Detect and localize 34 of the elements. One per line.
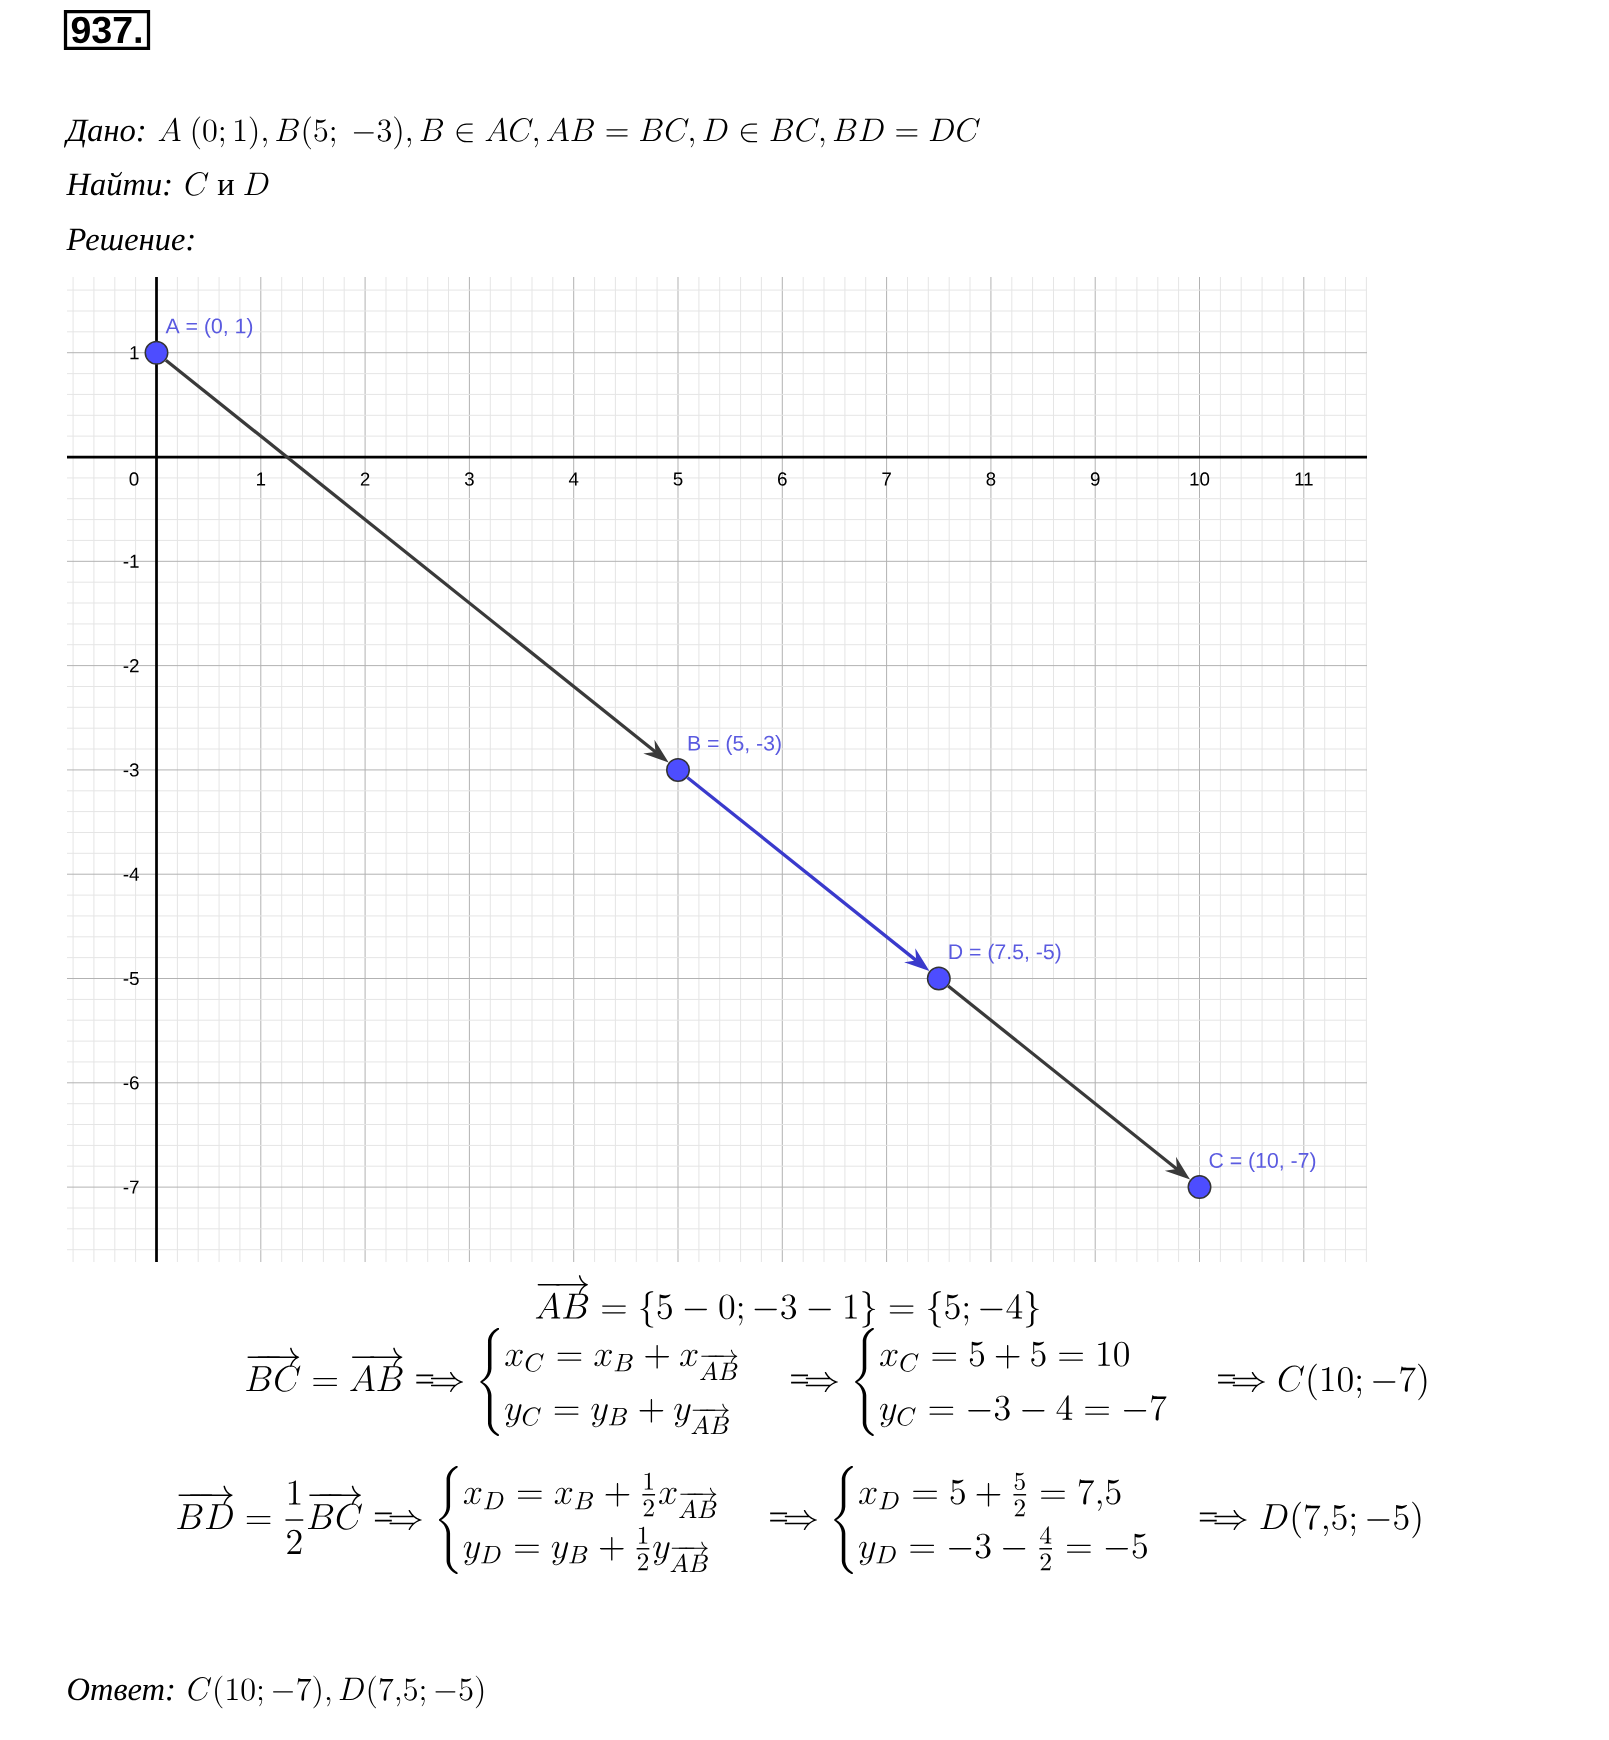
formula: $A\ (0;1), B(5;\ -3), B\in AC, AB=BC, D\in BC, BD=DC$ [158, 116, 980, 150]
tick-label: 0 [129, 472, 139, 486]
tick-label: -5 [123, 971, 139, 986]
tick-label: 7 [882, 472, 891, 486]
given-label: Дано: [63, 119, 145, 148]
tick-label: 2 [360, 472, 370, 486]
tick-label: 10 [1190, 472, 1210, 486]
tick-label: 5 [673, 472, 683, 486]
solution-label: Решение: [66, 228, 194, 251]
title-box: 937. [63, 10, 151, 50]
tick-label: 8 [986, 472, 996, 486]
tick-label: -6 [123, 1076, 139, 1090]
point-label: B = (5, -3) [688, 735, 781, 755]
tick-label: -3 [123, 763, 139, 777]
point-label: D = (7.5, -5) [949, 943, 1061, 964]
tick-label: 11 [1295, 472, 1313, 486]
formula: $\overrightarrow{BC}=\overrightarrow{AB}\Longrightarrow\begin{cases}x_C=x_B+x_{\overrightarrow{AB}}\\y_C=y_B+y_{\overrightarrow{AB}}\end{cases}\Longrightarrow\begin{cases}x_C=5+5=10\\y_C=-3-4=-7\end{cases}\Longrightarrow C(10;-7)$ [246, 1328, 1427, 1436]
tick-label: 1 [257, 472, 266, 486]
answer-label: Ответ: [68, 1678, 174, 1701]
formula: $\overrightarrow{BD}=\frac{1}{2}\overrightarrow{BC}\Longrightarrow\begin{cases}x_D=x_B+\frac{1}{2}x_{\overrightarrow{AB}}\\y_D=y_B+\frac{1}{2}y_{\overrightarrow{AB}}\end{cases}\Longrightarrow\begin{cases}x_D=5+\frac{5}{2}=7{,}5\\y_D=-3-\frac{4}{2}=-5\end{cases}\Longrightarrow D(7{,}5;-5)$ [177, 1466, 1421, 1574]
tick-label: -2 [123, 659, 139, 673]
formula: $C \text{ и } D$ [185, 172, 269, 196]
point-label: C = (10, -7) [1209, 1152, 1316, 1173]
formula: $\overrightarrow{AB}=\{5-0;-3-1\}=\{5;-4\}$ [535, 1275, 1039, 1328]
tick-label: -4 [123, 867, 139, 881]
find-label: Найти: [66, 171, 171, 196]
tick-label: 6 [778, 472, 787, 486]
tick-label: 4 [568, 472, 579, 486]
tick-label: -1 [123, 554, 139, 568]
tick-label: -7 [123, 1180, 139, 1194]
tick-label: 9 [1090, 472, 1100, 486]
point-label: A = (0, 1) [165, 317, 253, 338]
tick-label: 3 [464, 472, 474, 486]
formula: $C(10;-7), D(7{,}5;-5)$ [188, 1675, 484, 1709]
